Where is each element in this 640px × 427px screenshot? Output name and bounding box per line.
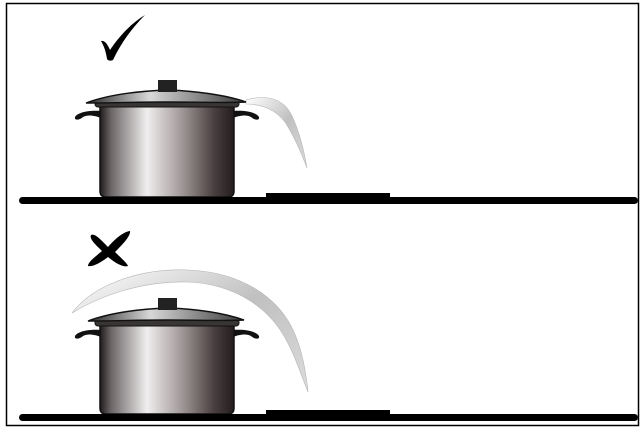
lid-knob [158, 80, 177, 92]
pot-handle-left [75, 111, 101, 120]
panel-correct [19, 15, 638, 204]
cross-mark-icon [88, 231, 130, 266]
panel-incorrect [19, 231, 638, 421]
pot-body [100, 104, 234, 197]
pot-handle-left [75, 330, 101, 339]
steam-plume [246, 98, 307, 168]
pot-handle-right [233, 330, 259, 339]
pot-body [100, 323, 234, 414]
check-mark-icon [101, 15, 145, 61]
hob-line [19, 197, 638, 204]
pot [75, 298, 259, 414]
hob-line [19, 414, 638, 421]
pot-handle-right [233, 111, 259, 120]
pot [75, 80, 259, 197]
lid-knob [158, 298, 177, 310]
cooking-zone [266, 193, 390, 198]
cooking-zone [266, 410, 390, 415]
